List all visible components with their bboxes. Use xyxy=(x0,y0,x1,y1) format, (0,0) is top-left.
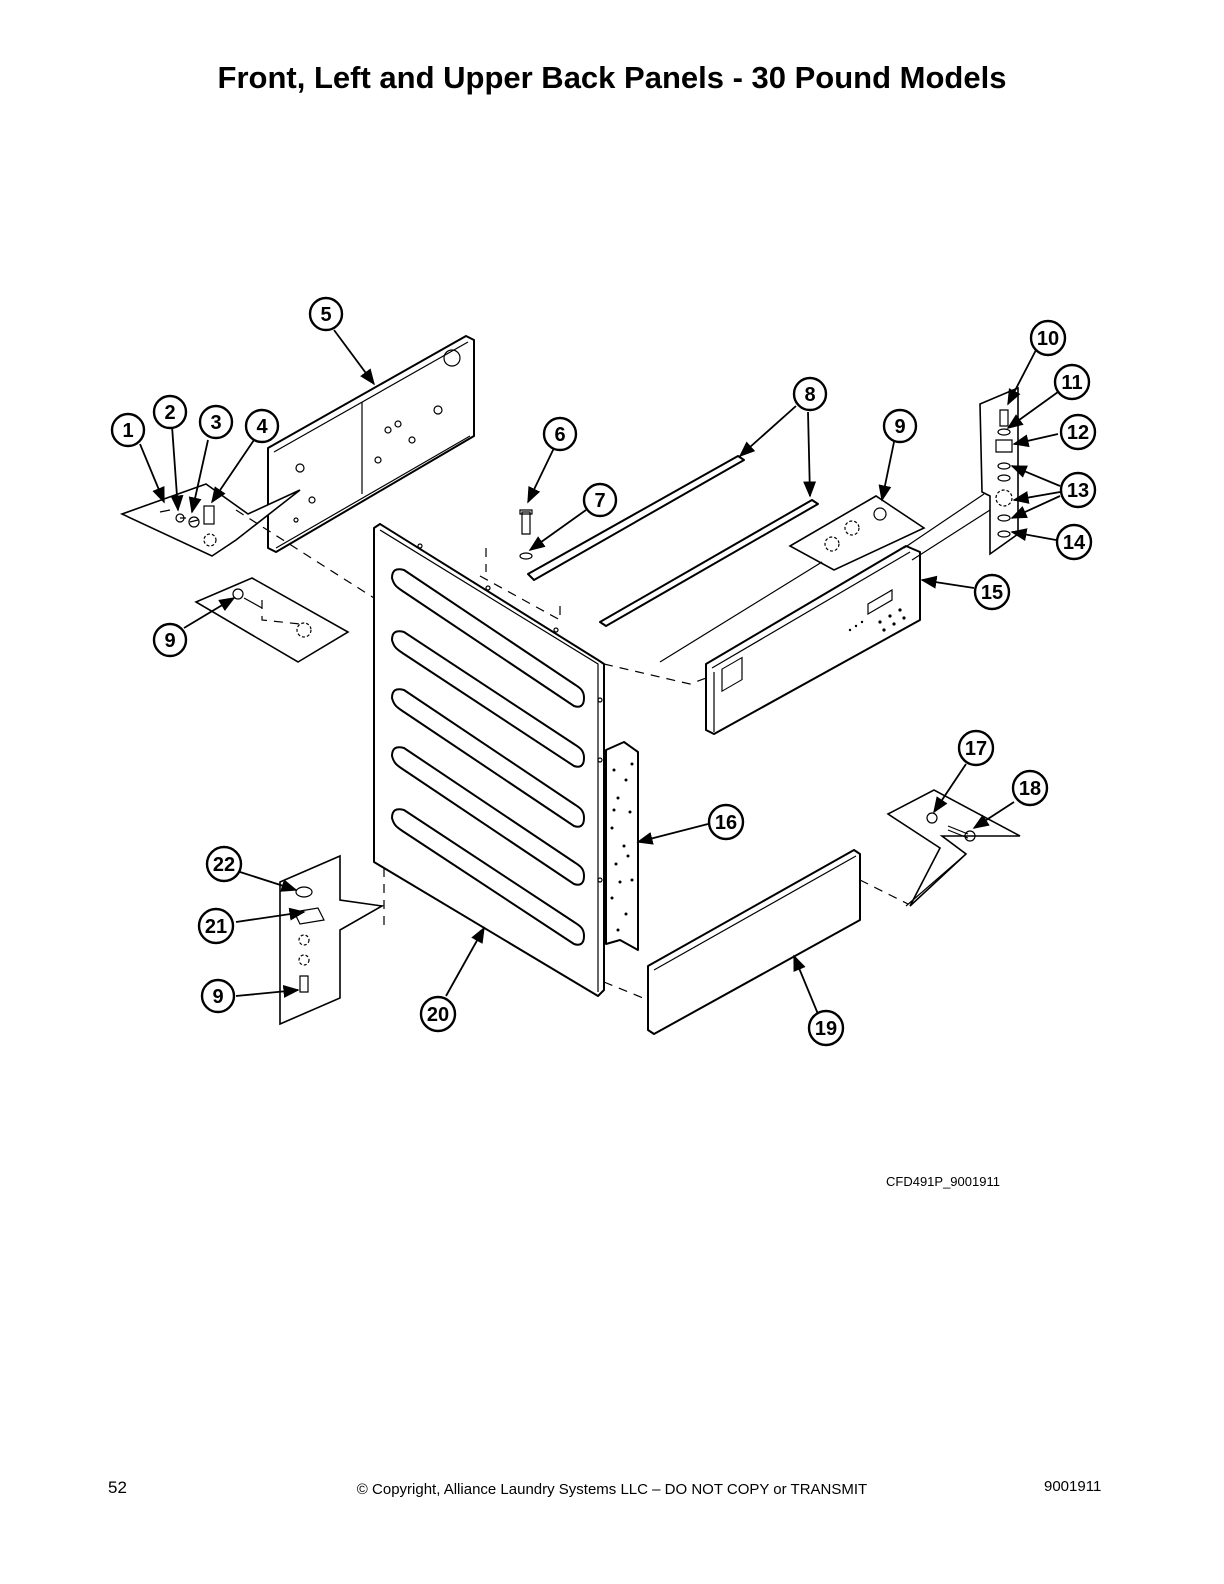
screw-washer-parts xyxy=(485,509,561,622)
callout-1: 1 xyxy=(110,412,146,448)
control-panel-part xyxy=(705,545,921,735)
callout-12: 12 xyxy=(1059,413,1097,451)
svg-text:11: 11 xyxy=(1061,372,1082,394)
callout-20: 20 xyxy=(419,995,457,1033)
svg-text:18: 18 xyxy=(1019,778,1041,800)
svg-text:13: 13 xyxy=(1067,480,1089,502)
callout-10: 10 xyxy=(1029,319,1067,357)
svg-text:6: 6 xyxy=(554,424,565,446)
callout-5: 5 xyxy=(308,296,344,332)
callout-9-left: 9 xyxy=(152,622,188,658)
drawing-id: CFD491P_9001911 xyxy=(886,1174,1000,1189)
callout-13: 13 xyxy=(1059,471,1097,509)
callout-9-lower-left: 9 xyxy=(200,978,236,1014)
svg-text:9: 9 xyxy=(164,630,175,652)
fastener-detail-upper-right xyxy=(788,495,926,571)
svg-text:9: 9 xyxy=(212,986,223,1008)
callout-18: 18 xyxy=(1011,769,1049,807)
callout-11: 11 xyxy=(1053,363,1091,401)
hardware-detail-10-14 xyxy=(979,386,1019,556)
document-number: 9001911 xyxy=(1044,1478,1102,1495)
page-number: 52 xyxy=(108,1478,127,1497)
hardware-detail-21-22 xyxy=(279,854,385,1026)
svg-text:15: 15 xyxy=(981,582,1003,604)
front-panel-part xyxy=(373,523,605,997)
svg-text:1: 1 xyxy=(122,420,133,442)
svg-text:3: 3 xyxy=(210,412,221,434)
svg-text:4: 4 xyxy=(256,416,268,438)
callout-17: 17 xyxy=(957,729,995,767)
svg-text:17: 17 xyxy=(965,738,987,760)
hardware-detail-17-18 xyxy=(886,789,1021,907)
copyright-notice: © Copyright, Alliance Laundry Systems LL… xyxy=(356,1481,868,1498)
hardware-detail-1-4 xyxy=(119,483,301,557)
fastener-detail-left xyxy=(194,577,350,663)
upper-back-panel-part xyxy=(267,335,475,553)
callout-3: 3 xyxy=(198,404,234,440)
svg-text:19: 19 xyxy=(815,1018,837,1040)
callout-21: 21 xyxy=(197,907,235,945)
callout-19: 19 xyxy=(807,1009,845,1047)
callout-4: 4 xyxy=(244,408,280,444)
page-title: Front, Left and Upper Back Panels - 30 P… xyxy=(217,60,1007,95)
callout-2: 2 xyxy=(152,394,188,430)
insulation-part xyxy=(605,741,639,951)
svg-text:21: 21 xyxy=(205,916,227,938)
svg-text:12: 12 xyxy=(1067,422,1089,444)
callout-6: 6 xyxy=(542,416,578,452)
callout-15: 15 xyxy=(973,573,1011,611)
callout-8: 8 xyxy=(792,376,828,412)
callout-22: 22 xyxy=(205,845,243,883)
svg-text:5: 5 xyxy=(320,304,331,326)
svg-text:22: 22 xyxy=(213,854,235,876)
callout-7: 7 xyxy=(582,482,618,518)
svg-text:7: 7 xyxy=(594,490,605,512)
svg-text:14: 14 xyxy=(1063,532,1086,554)
callout-9-upper-right: 9 xyxy=(882,408,918,444)
svg-text:20: 20 xyxy=(427,1004,449,1026)
callout-14: 14 xyxy=(1055,523,1093,561)
svg-text:2: 2 xyxy=(164,402,175,424)
svg-text:9: 9 xyxy=(894,416,905,438)
svg-text:16: 16 xyxy=(715,812,737,834)
callout-16: 16 xyxy=(707,803,745,841)
channel-parts xyxy=(527,455,819,627)
svg-text:8: 8 xyxy=(804,384,815,406)
svg-text:10: 10 xyxy=(1037,328,1059,350)
kick-panel-part xyxy=(647,849,861,1035)
